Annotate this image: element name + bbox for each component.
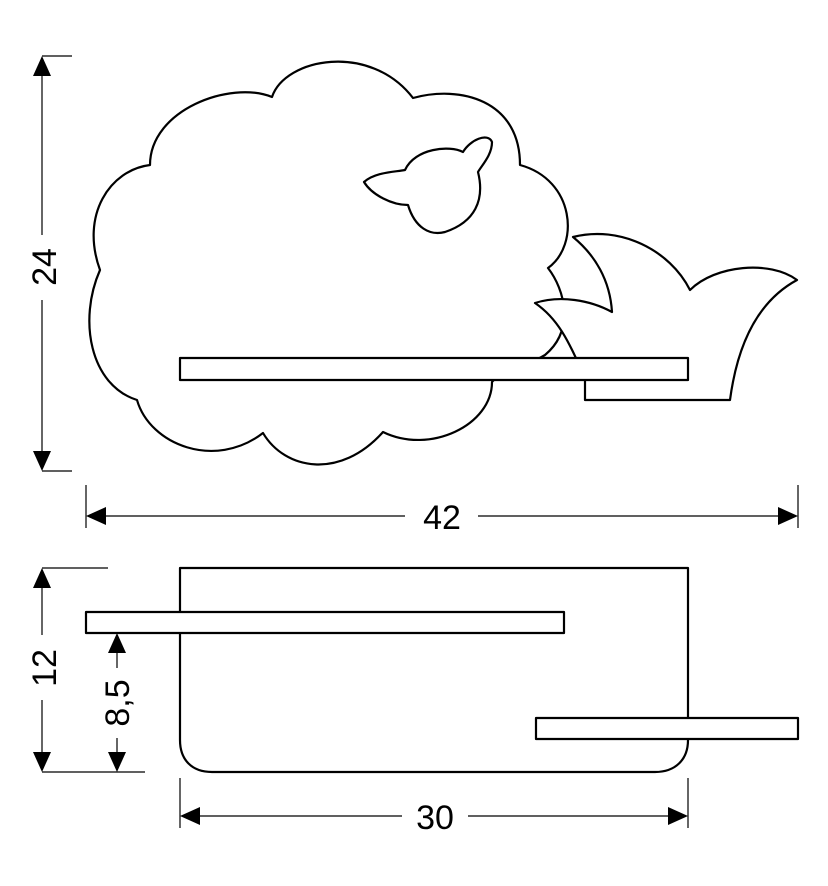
shelf-front bbox=[178, 356, 690, 382]
sheep-head-shape bbox=[362, 136, 494, 235]
dim-width-top: 42 bbox=[85, 485, 799, 537]
shelf-upper bbox=[84, 610, 566, 635]
shelf-lower bbox=[534, 716, 800, 741]
dim-height-bottom: 12 bbox=[26, 567, 145, 773]
dim-width-bottom: 30 bbox=[179, 778, 689, 837]
body-profile bbox=[178, 566, 690, 774]
cloud-shape bbox=[88, 60, 569, 466]
dim-width-bottom-label: 30 bbox=[416, 799, 454, 837]
dim-height-bottom-label: 12 bbox=[26, 649, 64, 687]
dim-width-top-label: 42 bbox=[423, 499, 461, 537]
front-view bbox=[88, 60, 799, 466]
dim-height-top-label: 24 bbox=[26, 248, 64, 286]
dim-shelf-height: 8,5 bbox=[99, 633, 137, 772]
top-view bbox=[84, 566, 800, 774]
dim-shelf-height-label: 8,5 bbox=[99, 679, 137, 726]
dim-height-top: 24 bbox=[26, 55, 72, 472]
